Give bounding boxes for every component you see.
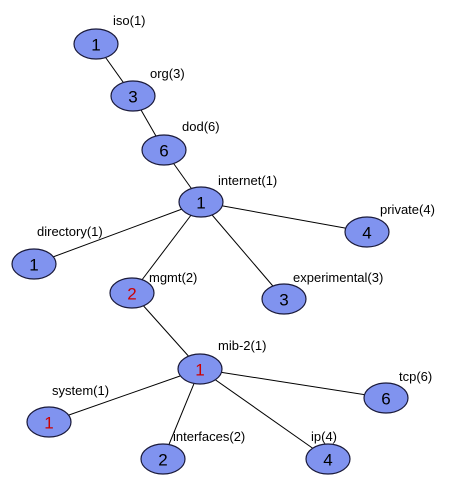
node-number-private: 4 [362,224,371,243]
node-ellipse-ip [305,443,351,475]
edge-internet-to-mgmt [131,201,202,294]
node-ellipse-internet [178,186,224,218]
node-dod: 6 [141,134,187,166]
node-mgmt: 2 [109,277,155,309]
node-internet: 1 [178,186,224,218]
node-ellipse-directory [11,248,57,280]
node-ellipse-tcp [363,382,409,414]
node-number-directory: 1 [29,256,38,275]
node-ellipse-system [26,406,72,438]
node-label-private: private(4) [380,202,435,217]
node-experimental: 3 [261,283,307,315]
node-ellipse-mib-2 [177,353,223,385]
node-ellipse-iso [73,28,119,60]
node-ellipse-dod [141,134,187,166]
node-directory: 1 [11,248,57,280]
node-number-experimental: 3 [279,291,288,310]
node-label-ip: ip(4) [311,429,337,444]
node-org: 3 [110,80,156,112]
edge-mib-2-to-tcp [199,368,387,399]
node-label-interfaces: interfaces(2) [173,429,245,444]
node-label-experimental: experimental(3) [293,270,383,285]
node-tcp: 6 [363,382,409,414]
node-system: 1 [26,406,72,438]
node-number-org: 3 [128,88,137,107]
node-ellipse-org [110,80,156,112]
node-interfaces: 2 [140,443,186,475]
edge-internet-to-experimental [200,201,285,300]
node-label-directory: directory(1) [37,224,103,239]
node-label-tcp: tcp(6) [399,369,432,384]
node-mib-2: 1 [177,353,223,385]
node-label-dod: dod(6) [182,119,220,134]
edge-mib-2-to-ip [199,368,329,460]
node-ip: 4 [305,443,351,475]
edge-internet-to-private [200,201,368,233]
node-number-tcp: 6 [381,390,390,409]
node-number-ip: 4 [323,451,332,470]
node-label-mib-2: mib-2(1) [218,338,266,353]
edge-internet-to-directory [33,201,202,265]
labels-layer: iso(1) org(3) dod(6) internet(1) directory(1… [37,13,435,444]
node-ellipse-experimental [261,283,307,315]
nodes-layer: 1 3 6 1 1 2 3 4 1 1 2 4 6 [11,28,409,475]
node-number-mgmt: 2 [127,285,136,304]
node-number-internet: 1 [196,194,205,213]
node-number-mib-2: 1 [195,361,204,380]
node-ellipse-private [344,216,390,248]
node-iso: 1 [73,28,119,60]
node-label-internet: internet(1) [218,173,277,188]
node-ellipse-mgmt [109,277,155,309]
node-label-org: org(3) [150,66,185,81]
node-label-iso: iso(1) [113,13,146,28]
node-ellipse-interfaces [140,443,186,475]
node-number-dod: 6 [159,142,168,161]
node-number-interfaces: 2 [158,451,167,470]
node-label-mgmt: mgmt(2) [149,270,197,285]
edge-mib-2-to-system [48,368,201,423]
node-label-system: system(1) [52,383,109,398]
node-number-iso: 1 [91,36,100,55]
node-private: 4 [344,216,390,248]
node-number-system: 1 [44,414,53,433]
